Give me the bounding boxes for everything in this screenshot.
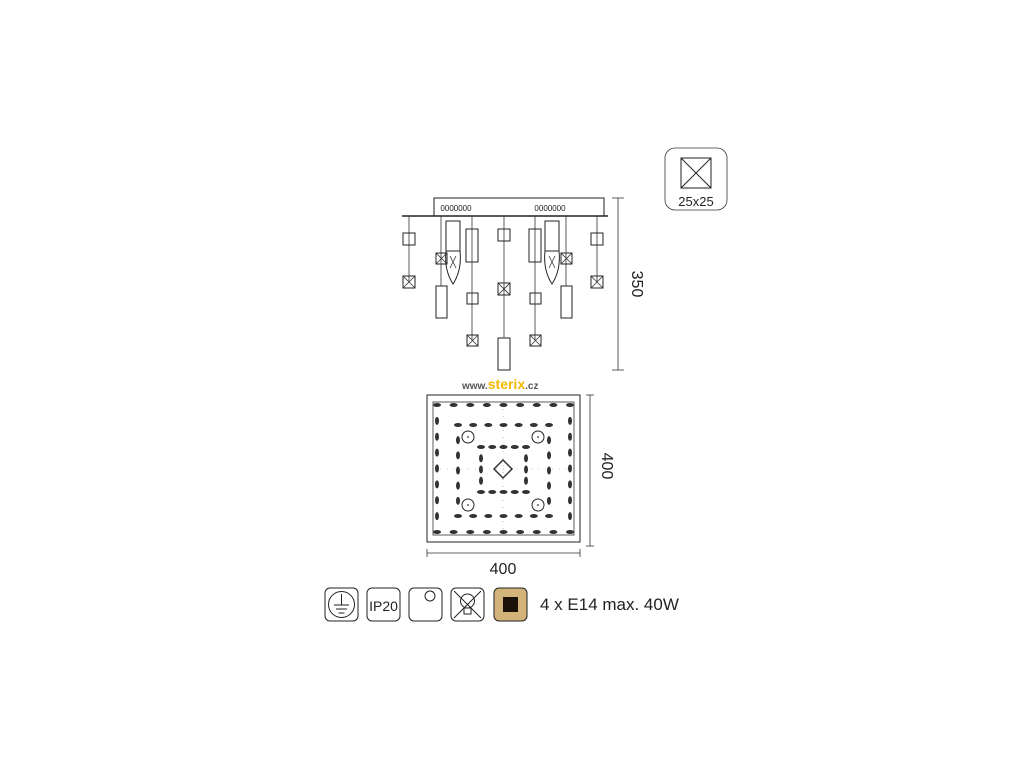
- watermark-brand: sterix: [487, 376, 526, 392]
- legend-icons: IP20: [324, 587, 528, 622]
- bulb-position-4: [531, 498, 545, 512]
- canopy-mark-right: 0000000: [534, 204, 566, 213]
- top-view: 400 400: [426, 394, 615, 578]
- width-dimension-label: 400: [490, 561, 517, 578]
- no-dimmer-bulb-icon: [450, 587, 485, 622]
- bulb-position-1: [461, 430, 475, 444]
- ip-rating-label: IP20: [369, 598, 398, 614]
- ip-rating-icon: IP20: [366, 587, 401, 622]
- crystal-sample-box: 25x25: [664, 147, 728, 211]
- bulb-position-3: [461, 498, 475, 512]
- earth-ground-icon: [324, 587, 359, 622]
- bulb-position-2: [531, 430, 545, 444]
- height-dimension-label: 350: [628, 271, 645, 298]
- watermark-www: www.: [462, 381, 488, 392]
- halogen-bulb-icon: [408, 587, 443, 622]
- crystal-sample-label: 25x25: [678, 194, 713, 209]
- canopy-mark-left: 0000000: [440, 204, 472, 213]
- bulb-specification: 4 x E14 max. 40W: [540, 595, 679, 614]
- side-view: 0000000 0000000: [402, 197, 645, 371]
- watermark: www.sterix.cz: [462, 376, 538, 392]
- finish-color-icon: [493, 587, 528, 622]
- watermark-tld: .cz: [525, 381, 539, 392]
- crystal-bead-rings: [433, 402, 574, 535]
- depth-dimension-label: 400: [598, 453, 615, 480]
